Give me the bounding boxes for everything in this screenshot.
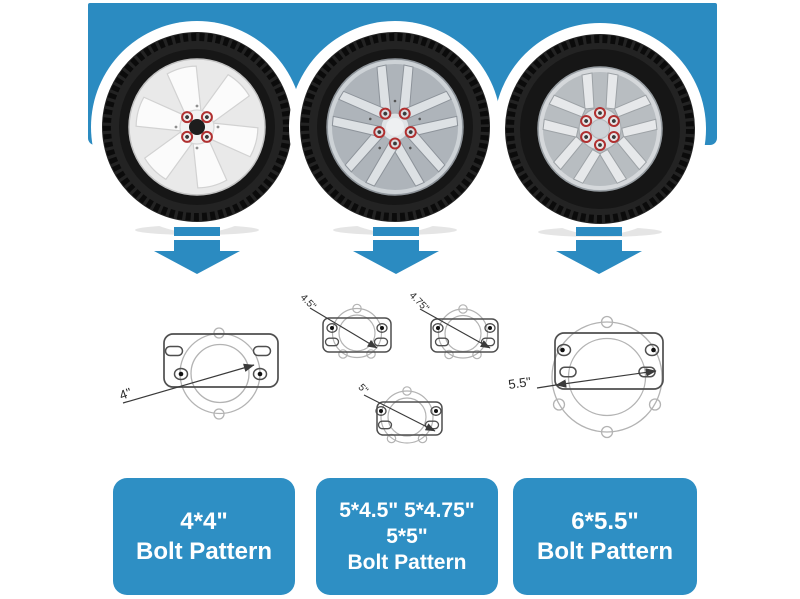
card-line: 5*5" <box>386 524 428 548</box>
six-spokes <box>135 65 259 189</box>
red-ring-lug-nuts <box>373 107 417 150</box>
diagram-label: 4.5" <box>298 292 318 312</box>
diagram-4point75-inch: 4.75" <box>407 290 499 360</box>
card-line: 5*4.5" 5*4.75" <box>339 498 475 522</box>
red-ring-lug-nuts <box>181 111 213 143</box>
bolt-pattern-card-4x4: 4*4" Bolt Pattern <box>113 478 295 595</box>
wheel-image-ten-spoke <box>494 23 706 237</box>
card-line: Bolt Pattern <box>536 537 673 565</box>
card-line: 4*4" <box>180 507 228 535</box>
bolt-pattern-diagrams: 4" 4.5" <box>117 290 664 444</box>
wheel-image-twin-five-spoke <box>289 21 501 235</box>
diagram-label: 5.5" <box>507 374 532 392</box>
bolt-pattern-card-5-lug: 5*4.5" 5*4.75" 5*5" Bolt Pattern <box>316 478 498 595</box>
diagram-label: 5" <box>356 382 371 397</box>
bolt-pattern-card-6x5point5: 6*5.5" Bolt Pattern <box>513 478 697 595</box>
diagram-label: 4" <box>117 385 134 403</box>
card-line: Bolt Pattern <box>347 550 467 574</box>
ten-spokes <box>542 72 658 184</box>
diagram-5-inch: 5" <box>356 382 443 444</box>
diagram-label: 4.75" <box>407 290 431 314</box>
diagram-4-inch: 4" <box>117 327 279 420</box>
down-arrow-icon <box>556 227 642 274</box>
wheel-image-six-spoke <box>91 21 303 235</box>
card-line: Bolt Pattern <box>135 537 272 565</box>
card-line: 6*5.5" <box>571 507 639 535</box>
red-ring-lug-nuts <box>580 107 620 151</box>
hub-bore <box>189 119 205 135</box>
twin-spokes <box>331 64 459 187</box>
diagram-4point5-inch: 4.5" <box>298 292 392 359</box>
down-arrow-icon <box>353 227 439 274</box>
diagram-5point5-inch: 5.5" <box>507 315 664 439</box>
down-arrow-icon <box>154 227 240 274</box>
